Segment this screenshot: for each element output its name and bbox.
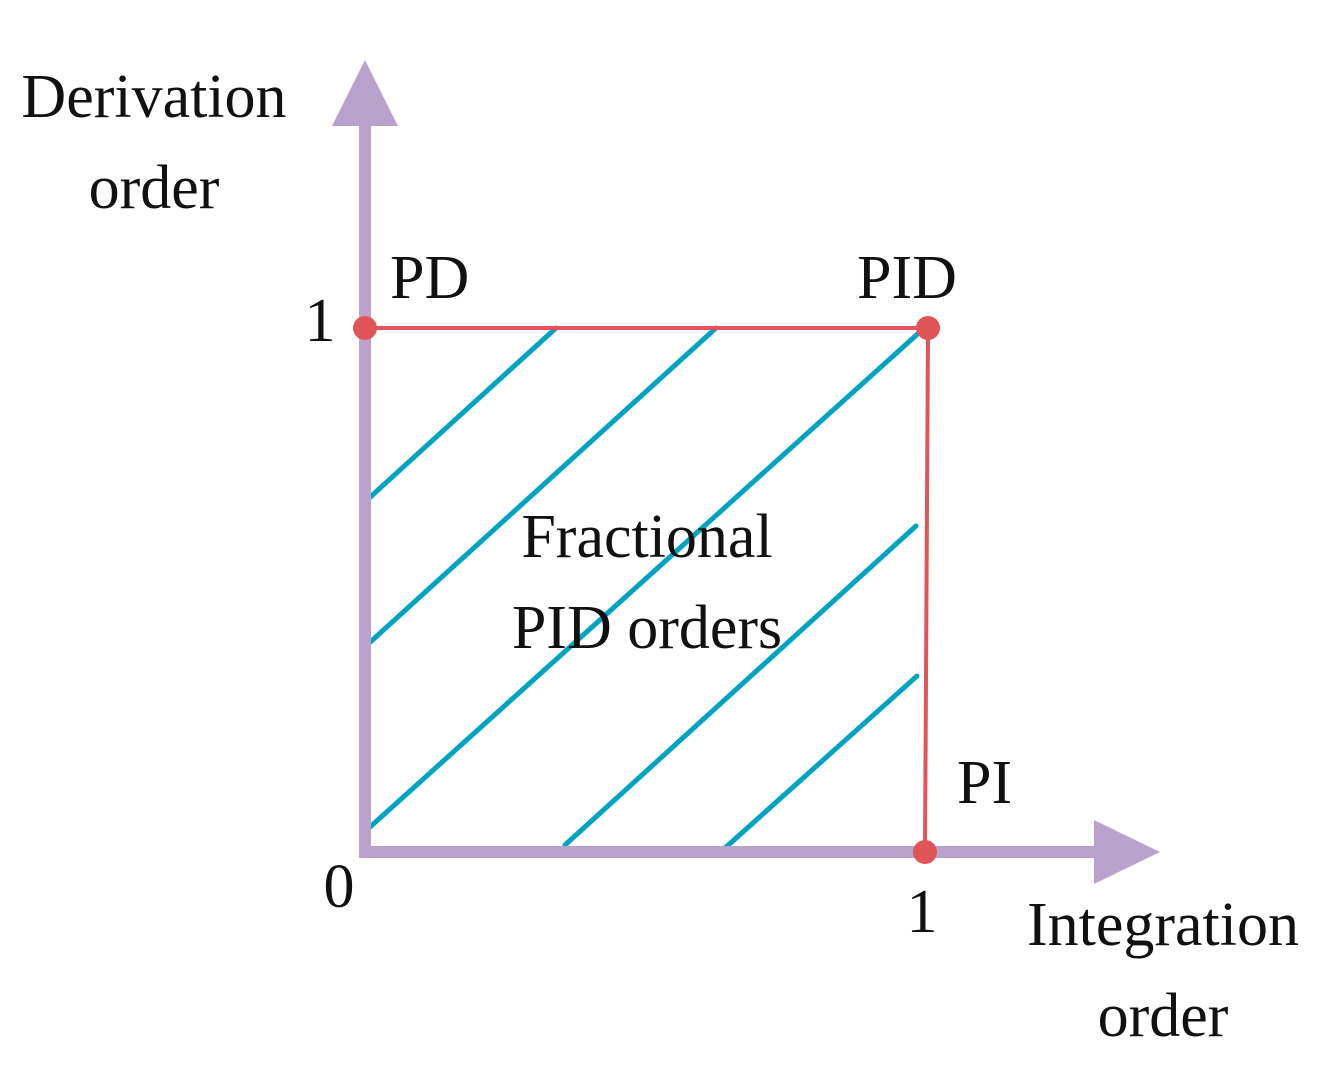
pi-point xyxy=(913,840,937,864)
hatch-lines xyxy=(364,325,925,851)
hatch-line-2 xyxy=(364,325,719,648)
pd-point xyxy=(353,316,377,340)
x-tick-label-1: 1 xyxy=(907,878,938,946)
y-axis-label-line2: order xyxy=(89,154,220,222)
pid-label: PID xyxy=(857,244,957,312)
pid-point xyxy=(916,316,940,340)
hatch-line-4 xyxy=(562,523,919,848)
x-axis-label-line2: order xyxy=(1098,982,1229,1050)
y-tick-label-1: 1 xyxy=(305,287,336,355)
y-axis-label-line1: Derivation xyxy=(21,63,286,131)
hatch-line-5 xyxy=(722,673,920,851)
pi-label: PI xyxy=(957,749,1012,817)
axes xyxy=(332,60,1160,884)
hatch-line-1 xyxy=(364,325,559,503)
boundary xyxy=(365,326,930,853)
region-label-line2: PID orders xyxy=(512,594,782,662)
hatch-line-3 xyxy=(367,327,925,830)
corner-points xyxy=(353,316,940,864)
y-axis-arrowhead xyxy=(332,60,398,126)
pd-label: PD xyxy=(390,244,469,312)
region-label-line1: Fractional xyxy=(521,503,772,571)
x-axis-label-line1: Integration xyxy=(1027,891,1299,959)
origin-label: 0 xyxy=(324,853,355,921)
boundary-right xyxy=(923,327,930,853)
x-axis-arrowhead xyxy=(1094,820,1160,884)
